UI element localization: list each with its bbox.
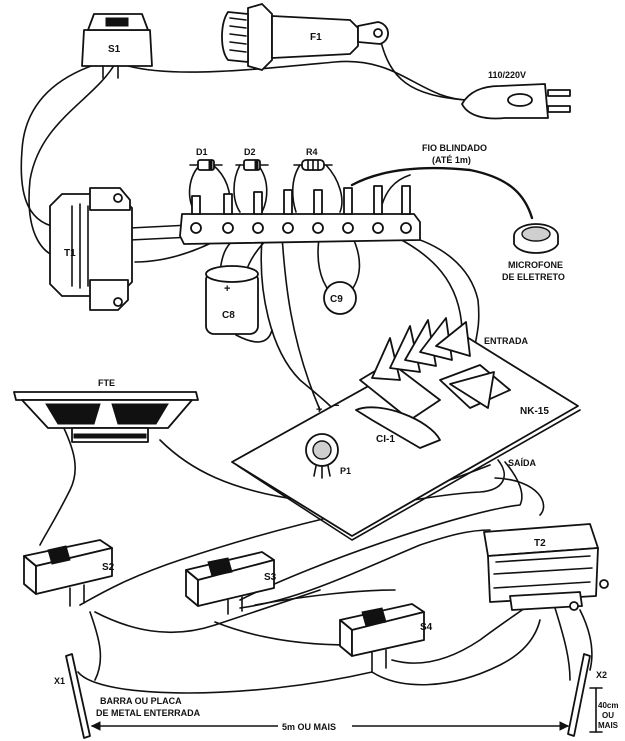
label-r4: R4 [306,147,318,157]
label-s1: S1 [108,44,121,55]
transformer-t2: T2 [483,523,609,611]
label-entrada: ENTRADA [484,336,528,346]
label-ci1: CI-1 [376,434,395,445]
capacitor-c9: C9 [323,281,357,315]
dimension-annotations: 5m OU MAIS 40cm OU MAIS BARRA OU PLACA D… [90,687,619,733]
heatsink: CI-1 [355,317,511,449]
label-depth-or: OU [602,711,614,720]
label-c8-plus: + [224,283,230,295]
label-plus-terminal: + [316,404,322,416]
label-shielded-wire-length: (ATÉ 1m) [432,155,471,165]
diode-d1: D1 [189,147,223,171]
label-x1: X1 [54,676,65,686]
label-mains: 110/220V [488,70,526,80]
switch-s4: S4 [339,603,433,673]
switch-s1: S1 [81,13,153,79]
label-t2: T2 [534,538,546,549]
transformer-t1: T1 [49,187,133,311]
label-fte: FTE [98,378,115,388]
label-s2: S2 [102,562,115,573]
label-c9: C9 [330,294,343,305]
label-s3: S3 [264,572,277,583]
strip-lugs [190,185,412,234]
label-d1: D1 [196,147,208,157]
label-d2: D2 [244,147,256,157]
label-saida: SAÍDA [508,458,537,468]
label-shielded-wire: FIO BLINDADO [422,143,487,153]
resistor-r4: R4 [293,147,333,171]
label-mic-type: DE ELETRETO [502,272,565,282]
label-depth-more: MAIS [598,721,619,730]
capacitor-c8: + C8 [205,265,259,335]
label-s4: S4 [420,622,433,633]
fuse-holder-f1: F1 [221,3,389,71]
terminal-strip [179,185,421,245]
label-ground-rod: BARRA OU PLACA [100,696,182,706]
potentiometer-p1: P1 [305,433,351,479]
label-c8: C8 [222,310,235,321]
label-t1: T1 [64,248,76,259]
label-depth: 40cm [598,701,618,710]
mains-plug: 110/220V [461,70,571,120]
ground-stake-x1: X1 [54,653,91,739]
switch-s2: S2 [23,539,115,607]
speaker-fte: FTE [13,378,199,443]
label-nk15: NK-15 [520,406,549,417]
label-minus-terminal: − [333,400,339,412]
ground-stake-x2: X2 [567,653,607,737]
label-p1: P1 [340,466,351,476]
switch-s3: S3 [185,551,277,615]
label-mic: MICROFONE [508,260,563,270]
label-f1: F1 [310,32,322,43]
label-x2: X2 [596,670,607,680]
label-ground-rod-buried: DE METAL ENTERRADA [96,708,201,718]
electret-microphone: MICROFONE DE ELETRETO [502,223,565,282]
diode-d2: D2 [235,147,269,171]
label-distance: 5m OU MAIS [282,722,336,732]
